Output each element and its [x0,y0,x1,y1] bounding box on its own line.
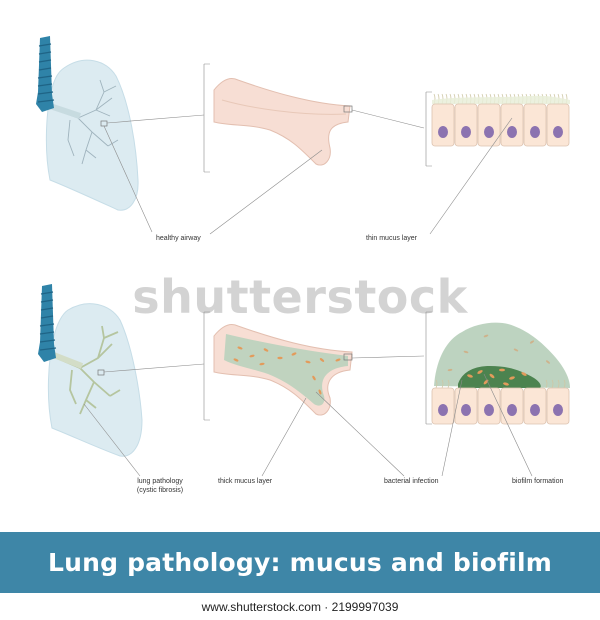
airway-bacteria [233,346,341,395]
thin-mucus-layer-band [432,95,570,104]
title-banner: Lung pathology: mucus and biofilm [0,532,600,593]
footer-bar: www.shutterstock.com · 2199997039 [0,593,600,620]
pathology-zoom-marker [97,369,105,376]
healthy-airway-lumen-line [221,99,347,115]
label-biofilm-formation: biofilm formation [512,478,563,485]
healthy-epithelial-cells [431,103,570,147]
healthy-trachea [36,36,55,112]
pathology-airway-zoom-marker [343,353,353,361]
pathology-lung-shape [47,303,143,457]
label-thick-mucus-layer: thick mucus layer [218,478,273,485]
pathology-cell-nuclei [438,404,563,416]
pathology-cilia [435,379,566,389]
label-bacterial-infection: bacterial infection [384,478,439,485]
healthy-cell-nuclei [438,126,563,138]
healthy-bronchial-tree [49,79,119,165]
thick-mucus-fill [224,334,348,406]
lung-mucus-biofilm-diagram: healthy airway thin mucus layer [36,36,570,494]
healthy-lung-illustration [36,36,139,211]
banner-title: Lung pathology: mucus and biofilm [47,548,553,577]
label-healthy-airway: healthy airway [156,235,201,242]
biofilm-epithelium-section [431,322,570,425]
healthy-lung-shape [45,59,139,211]
top-label-leader-lines [103,117,513,235]
pathology-trachea [38,284,57,362]
healthy-airway-section [213,77,353,166]
pathology-lung-illustration [38,284,143,457]
bottom-connector-lines [103,311,432,425]
bottom-label-leader-lines [83,373,533,477]
top-connector-lines [106,63,432,173]
label-cystic-fibrosis: (cystic fibrosis) [137,487,183,494]
pathology-epithelial-cells [431,387,570,425]
healthy-airway-zoom-marker [343,105,353,113]
pathology-airway-section [213,323,353,416]
footer-id-text: www.shutterstock.com · 2199997039 [201,599,399,614]
label-thin-mucus-layer: thin mucus layer [366,235,418,242]
healthy-epithelium-section [431,93,570,147]
healthy-airway-tube [213,77,351,166]
mucus-scattered-bacteria [447,334,550,372]
label-lung-pathology: lung pathology [137,478,183,485]
